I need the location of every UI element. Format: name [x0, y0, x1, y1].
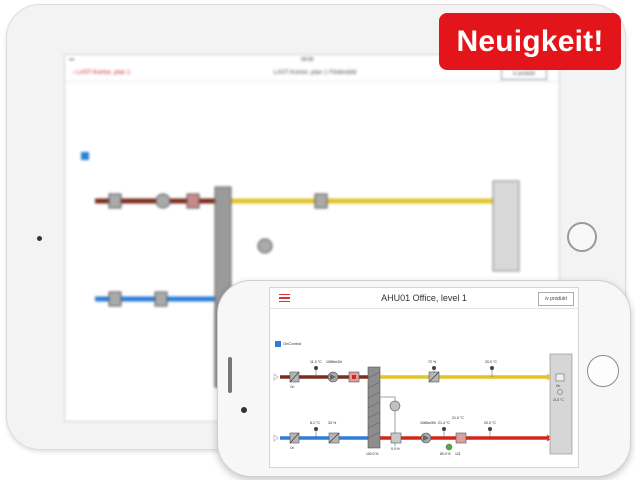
back-button[interactable]: ‹ LAST-Kontor, plan 1 [73, 70, 131, 76]
supply-filter [455, 432, 467, 444]
phone-screen: AHU01 Office, level 1 iv produkt OnContr… [269, 287, 579, 468]
sensor-t3-icon [314, 427, 318, 431]
ahu-flow-diagram: 11.3 °C 1068m3/h 72 % 20.0 °C On 8.1 °C … [273, 353, 573, 456]
phone-logo: iv produkt [538, 292, 574, 306]
news-badge: Neuigkeit! [439, 13, 621, 70]
exhaust-damper-label: On [290, 385, 294, 389]
fan-secondary-label: 121 [455, 452, 461, 456]
outdoor-filter-line [328, 432, 340, 444]
oncontrol-label: OnControl [283, 341, 302, 346]
tablet-flow-diagram [81, 152, 520, 388]
phone-speaker [228, 357, 232, 393]
sensor-h1-icon [432, 366, 436, 370]
sensor-t2-icon [490, 366, 494, 370]
phone-camera [241, 407, 247, 413]
sensor-t1-label: 11.3 °C [310, 360, 322, 364]
tablet-damper [108, 193, 122, 209]
tablet-cooler [314, 193, 328, 209]
sensor-t3-label: 8.1 °C [310, 421, 320, 425]
sensor-h2-label: 33 % [328, 421, 337, 425]
room-unit-panel [549, 353, 573, 455]
back-label: LAST-Kontor, plan 1 [76, 70, 131, 76]
fan-running-indicator-icon [445, 443, 453, 451]
status-time: 09:00 [301, 57, 314, 63]
phone-nav-bar: AHU01 Office, level 1 iv produkt [270, 288, 578, 309]
room-display-icon [555, 373, 565, 382]
supply-fan-rotor-icon [423, 435, 429, 441]
sensor-h1-label: 72 % [428, 360, 437, 364]
exhaust-fan-rotor-icon [330, 374, 336, 380]
room-temp-label: 21.0 °C [553, 398, 564, 402]
outdoor-damper-blade [289, 432, 300, 444]
fan-percent-label: 80.0 % [440, 452, 451, 456]
sensor-t4-icon [442, 427, 446, 431]
tablet-fan [155, 193, 171, 209]
tablet-status-bar: ▪▪▪ 09:00 [65, 55, 559, 65]
sensor-f1-label: 1068m3/h [326, 360, 342, 364]
oncontrol-checkbox[interactable] [275, 341, 281, 347]
heat-percent-label: 0.0 % [391, 447, 400, 451]
tablet-nav-title: LAST-Kontor, plan 1 Flödesbild [273, 70, 357, 76]
hamburger-menu-icon[interactable] [279, 292, 290, 303]
sensor-t5-label: 21.0 °C [452, 416, 464, 420]
status-signal-icon: ▪▪▪ [69, 57, 75, 63]
room-thermometer-icon [557, 389, 563, 395]
tablet-filter-2 [154, 291, 168, 307]
exhaust-arrow-icon [273, 373, 279, 381]
sensor-t1-icon [314, 366, 318, 370]
exhaust-filter-alarm-icon [352, 375, 356, 379]
heat-exchanger-pattern [367, 371, 381, 439]
sensor-t4-label: 21.4 °C [438, 421, 450, 425]
phone-page-title: AHU01 Office, level 1 [381, 293, 467, 303]
outdoor-arrow-icon [273, 434, 279, 442]
exhaust-damper-blade [289, 371, 300, 383]
sensor-t6-label: 20.0 °C [484, 421, 496, 425]
room-unit-label: On [556, 384, 560, 388]
hx-percent-label: 100.0 % [366, 452, 378, 456]
tablet-checkbox[interactable] [81, 152, 89, 160]
sensor-t6-icon [488, 427, 492, 431]
tablet-camera [37, 236, 42, 241]
tablet-pump [257, 238, 273, 254]
sensor-f2-label: 1066m3/h [420, 421, 436, 425]
heating-coil [390, 432, 402, 444]
tablet-damper-2 [108, 291, 122, 307]
tablet-filter [186, 193, 200, 209]
cooling-coil-line [428, 371, 440, 383]
circulation-pump-icon [389, 400, 401, 412]
sensor-t2-label: 20.0 °C [485, 360, 497, 364]
phone-home-button[interactable] [587, 355, 619, 387]
heat-exchanger [367, 366, 381, 449]
tablet-home-button[interactable] [567, 222, 597, 252]
outdoor-damper-label: On [290, 446, 294, 450]
tablet-room-unit [492, 180, 520, 272]
